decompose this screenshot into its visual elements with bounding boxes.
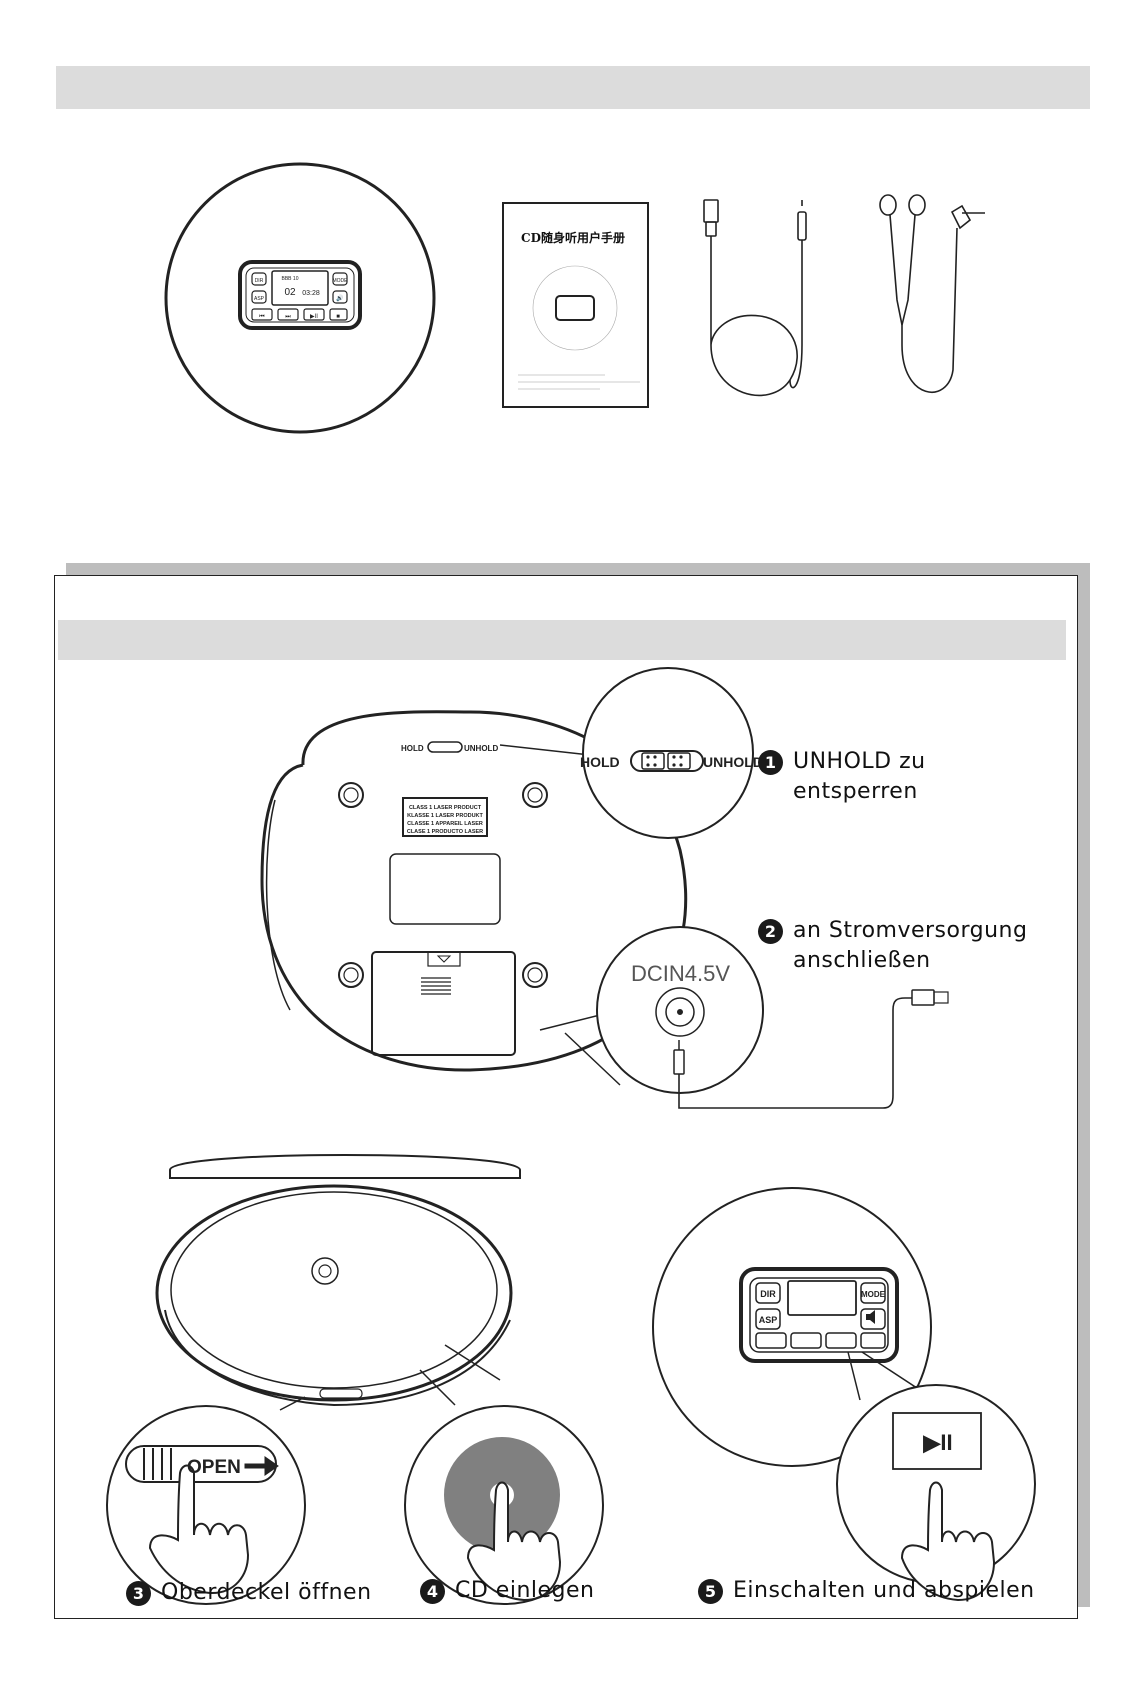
section-header-bar-instructions — [58, 620, 1066, 660]
hold-switch-zoom-illustration — [582, 667, 754, 839]
user-manual-illustration — [502, 202, 649, 408]
manual-title: CD随身听用户手册 — [521, 231, 625, 245]
player-open-illustration — [155, 1154, 521, 1411]
face-button-prev-label: ⏮ — [259, 314, 265, 320]
face-button-volume-label: 🔊 — [336, 294, 344, 302]
step-number: 2 — [758, 919, 783, 944]
step-text: CD einlegen — [455, 1578, 595, 1603]
cd-player-front-illustration — [164, 162, 436, 434]
panel-button-asp-label: ASP — [759, 1315, 778, 1325]
face-display-line1: BBB 10 — [282, 276, 299, 282]
player-back-labels: HOLD UNHOLD CLASS 1 LASER PRODUCT KLASSE… — [401, 744, 498, 835]
step-number: 1 — [758, 750, 783, 775]
play-pause-big-label: ▶II — [922, 1430, 952, 1455]
open-label: OPEN — [187, 1457, 241, 1478]
hold-small-label: HOLD — [401, 744, 424, 753]
face-button-playpause-label: ▶II — [310, 314, 318, 320]
laser-label-line-2: KLASSE 1 LASER PRODUKT — [407, 813, 483, 819]
step-text: Einschalten und abspielen — [733, 1578, 1035, 1603]
earphones-illustration — [879, 194, 985, 393]
face-display-time: 03:28 — [302, 290, 320, 297]
open-zoom-illustration — [106, 1405, 306, 1605]
step-text: Oberdeckel öffnen — [161, 1580, 372, 1605]
step-3: 3 Oberdeckel öffnen — [126, 1578, 372, 1608]
front-panel-zoom-illustration — [652, 1187, 1036, 1602]
step-number: 3 — [126, 1581, 151, 1606]
face-display-track: 02 — [284, 287, 296, 298]
step-number: 5 — [698, 1579, 723, 1604]
unhold-big-label: UNHOLD — [703, 754, 763, 770]
face-button-next-label: ⏭ — [285, 314, 291, 320]
face-button-mode-label: MODE — [333, 278, 349, 284]
laser-label-line-4: CLASE 1 PRODUCTO LASER — [407, 829, 483, 835]
usb-cable-illustration — [703, 199, 807, 397]
laser-label-line-3: CLASSE 1 APPAREIL LASER — [407, 821, 483, 827]
face-button-dir-label: DIR — [255, 278, 264, 284]
step-2: 2 an Stromversorgung anschließen — [758, 916, 1027, 976]
step-text: an Stromversorgung anschließen — [793, 918, 1028, 973]
step-number: 4 — [420, 1579, 445, 1604]
step-1: 1 UNHOLD zu entsperren — [758, 747, 926, 807]
dc-in-label: DCIN4.5V — [631, 961, 730, 986]
panel-button-mode-label: MODE — [861, 1290, 886, 1299]
step-text: UNHOLD zu entsperren — [793, 749, 926, 804]
hold-big-label: HOLD — [580, 754, 620, 770]
insert-cd-zoom-illustration — [404, 1405, 604, 1605]
section-header-bar-contents — [56, 66, 1090, 109]
laser-label-line-1: CLASS 1 LASER PRODUCT — [409, 805, 482, 811]
face-button-asp-label: ASP — [254, 296, 265, 302]
hold-zoom-labels: HOLD UNHOLD — [580, 754, 763, 770]
step-5: 5 Einschalten und abspielen — [698, 1576, 1035, 1606]
panel-button-dir-label: DIR — [760, 1289, 776, 1299]
dc-in-zoom-illustration — [596, 926, 949, 1109]
step-4: 4 CD einlegen — [420, 1576, 594, 1606]
cd-player-face-labels: DIR MODE ASP 🔊 BBB 10 02 03:28 ⏮ ⏭ ▶II ■ — [254, 276, 348, 320]
face-button-stop-label: ■ — [336, 314, 340, 320]
unhold-small-label: UNHOLD — [464, 744, 498, 753]
